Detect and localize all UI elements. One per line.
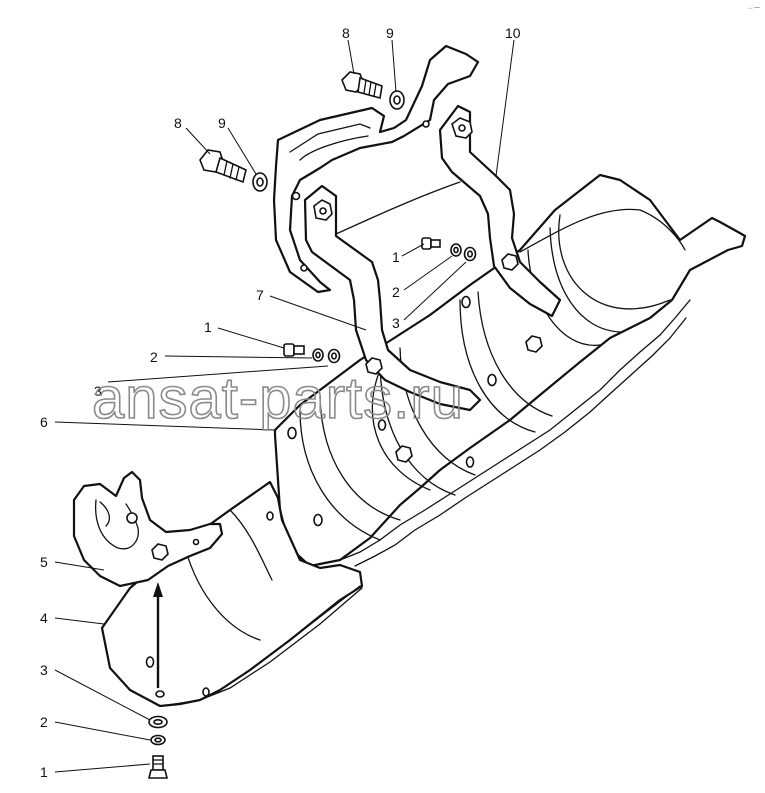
cover-plate-hook [72, 470, 224, 588]
corner-mark: ←— [748, 5, 760, 11]
support-bracket [303, 184, 482, 463]
callout-3-mid: 3 [94, 383, 102, 399]
heat-shield-trough [273, 173, 747, 568]
callout-6: 6 [40, 414, 48, 430]
bolt-1-mid [283, 343, 305, 357]
callout-3-right: 3 [392, 315, 400, 331]
callout-1-bottom: 1 [40, 764, 48, 780]
callout-labels: 1 2 3 4 5 6 3 2 1 7 3 2 1 8 9 8 9 10 [40, 25, 521, 780]
callout-7: 7 [256, 287, 264, 303]
callout-3-bottom: 3 [40, 662, 48, 678]
callout-4: 4 [40, 610, 48, 626]
callout-5: 5 [40, 554, 48, 570]
callout-8-top: 8 [342, 25, 350, 41]
right-fastener-set [421, 237, 477, 262]
callout-8-left: 8 [174, 115, 182, 131]
callout-2-right: 2 [392, 284, 400, 300]
bracket-10 [438, 104, 562, 353]
mounting-plate [272, 44, 480, 294]
callout-10: 10 [505, 25, 521, 41]
assembly-arrow [153, 582, 163, 688]
callout-9-top: 9 [386, 25, 394, 41]
callout-2-bottom: 2 [40, 714, 48, 730]
bolt-8-top [341, 71, 383, 100]
top-fastener-set [199, 71, 405, 192]
bolt-8-left [199, 149, 247, 184]
mid-fastener-set [283, 343, 341, 364]
watermark-text: ansat-parts.ru [92, 366, 464, 431]
bolt-1-bottom [147, 755, 169, 779]
callout-1-right: 1 [392, 249, 400, 265]
callout-9-left: 9 [218, 115, 226, 131]
end-cover [100, 480, 364, 708]
bottom-fastener-stack [147, 715, 169, 779]
bolt-1-right [421, 237, 441, 250]
callout-2-mid: 2 [150, 349, 158, 365]
leader-lines [54, 39, 515, 773]
callout-1-mid: 1 [204, 319, 212, 335]
